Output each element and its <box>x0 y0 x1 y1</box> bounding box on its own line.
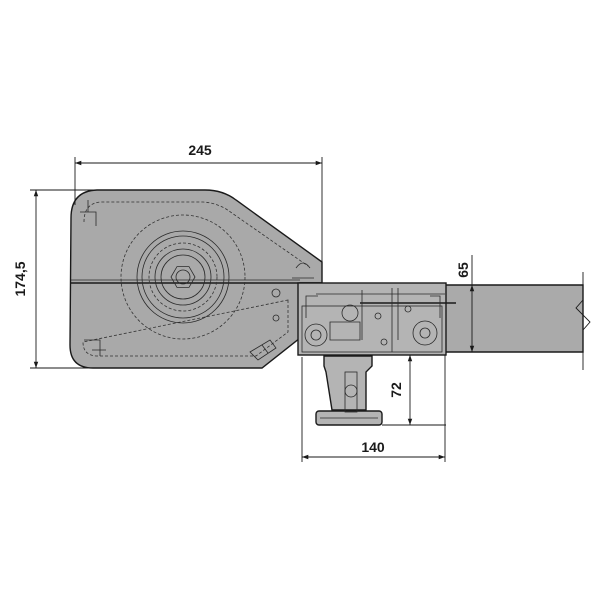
right-pulley-icon <box>412 320 438 346</box>
center-wheel-icon <box>341 304 359 322</box>
housing-nose-detail <box>292 262 314 279</box>
mechanism-block <box>297 282 456 356</box>
small-bolt-icon <box>404 305 412 313</box>
bracket-stem <box>323 355 373 411</box>
dimension-245: 245 <box>74 142 323 262</box>
mechanism-lever <box>329 288 399 352</box>
mounting-bracket <box>315 355 383 426</box>
small-bolt-icon <box>374 312 382 320</box>
housing-screw-icon <box>272 314 280 322</box>
roller-tube-ring <box>154 248 212 306</box>
housing-corner-detail <box>80 200 106 356</box>
right-pulley-hub <box>419 327 431 339</box>
roller-tube <box>120 214 246 340</box>
dimension-label: 65 <box>455 262 471 278</box>
roller-fabric-ring <box>136 230 230 324</box>
left-pulley-icon <box>304 323 328 347</box>
roller-gear-ring <box>148 242 218 312</box>
housing-lower-detail <box>249 339 277 361</box>
dimension-label: 72 <box>388 382 404 398</box>
dimension-140: 140 <box>301 355 446 462</box>
dimension-label: 174,5 <box>12 261 28 296</box>
roller-fabric-ring <box>141 235 225 319</box>
dimension-65: 65 <box>455 255 475 352</box>
mechanism-body <box>297 282 447 356</box>
housing-screw-icon <box>271 288 281 298</box>
dimension-72: 72 <box>382 355 446 426</box>
roller-axle-center <box>175 269 191 285</box>
roller-tube-ring <box>160 254 206 300</box>
housing-inner-dashed-outline <box>82 201 309 357</box>
mechanism-bracket-detail <box>305 295 441 318</box>
roller-outer-dashed-ring <box>120 214 246 340</box>
roller-hex-axle <box>170 266 196 288</box>
dimension-label: 245 <box>188 142 212 158</box>
small-bolt-icon <box>380 338 388 346</box>
rail-profile <box>439 284 584 353</box>
mechanism-inner-frame <box>301 305 443 353</box>
dimension-174-5: 174,5 <box>12 189 98 369</box>
dimension-label: 140 <box>361 439 385 455</box>
housing-body <box>69 189 323 369</box>
rail-break-line <box>575 272 591 370</box>
left-pulley-hub <box>310 329 322 341</box>
bracket-bolt-icon <box>344 384 358 398</box>
